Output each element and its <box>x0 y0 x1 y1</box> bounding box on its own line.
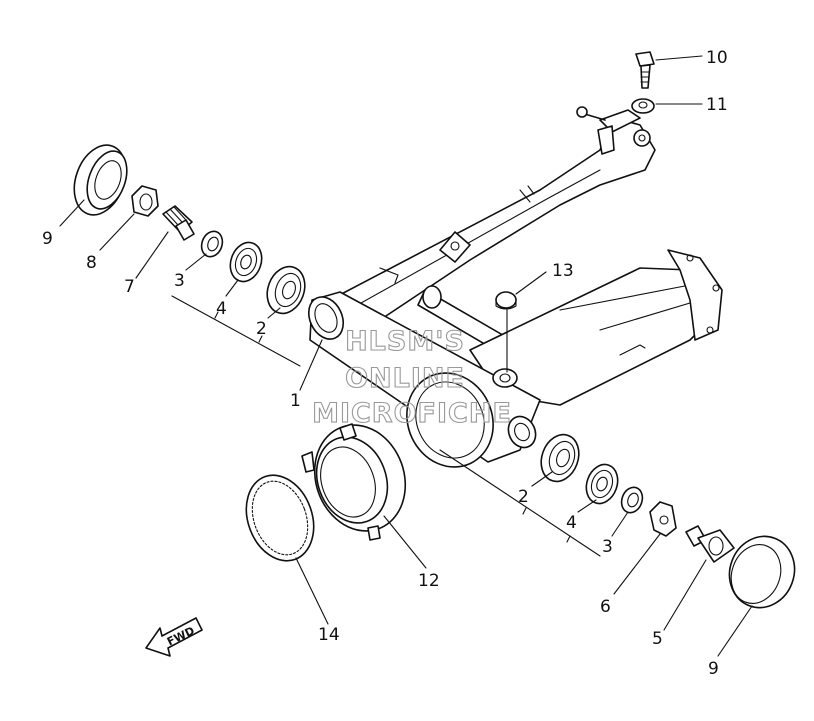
callout-12: 12 <box>418 571 440 591</box>
grease-cap <box>495 291 517 310</box>
callout-4-right: 4 <box>566 513 577 533</box>
callout-9-left: 9 <box>42 229 53 249</box>
bolt <box>635 51 655 89</box>
assembly-line-right <box>439 449 601 557</box>
washer <box>631 98 655 114</box>
bearing-left <box>266 265 306 315</box>
dust-cover-left <box>73 144 128 216</box>
callout-5: 5 <box>652 629 663 649</box>
callout-10: 10 <box>706 48 728 68</box>
callout-13: 13 <box>552 261 574 281</box>
pivot-boss <box>406 372 494 468</box>
fwd-arrow-icon: FWD <box>145 617 203 657</box>
callout-1: 1 <box>290 391 301 411</box>
watermark-line-3: MICROFICHE <box>312 398 512 429</box>
lock-washer <box>649 501 677 537</box>
callout-2-left: 2 <box>256 319 267 339</box>
swingarm-upper-arm <box>329 117 656 321</box>
callout-14: 14 <box>318 625 340 645</box>
watermark: HLSM'S ONLINE MICROFICHE <box>312 325 512 429</box>
dust-cover-right <box>728 535 796 609</box>
thrust-cover <box>301 423 407 541</box>
nut <box>131 185 159 217</box>
swingarm-assembly <box>307 106 723 468</box>
oil-seal-right <box>585 463 619 505</box>
callout-11: 11 <box>706 95 728 115</box>
adjusting-bolt <box>685 525 735 563</box>
callout-labels: 10 11 9 8 7 3 4 2 13 1 2 4 3 6 5 9 12 14 <box>42 48 728 679</box>
callout-8: 8 <box>86 253 97 273</box>
ring-gasket <box>245 474 315 562</box>
callout-7: 7 <box>124 277 135 297</box>
callout-6: 6 <box>600 597 611 617</box>
callout-4-left: 4 <box>216 299 227 319</box>
collar-right <box>620 486 644 514</box>
oil-seal-left <box>229 241 263 283</box>
collar-left <box>200 230 224 258</box>
watermark-line-2: ONLINE <box>345 363 465 394</box>
callout-3-left: 3 <box>174 271 185 291</box>
bearing-right <box>540 433 580 483</box>
pivot-shaft <box>162 205 195 241</box>
callout-9-right: 9 <box>708 659 719 679</box>
callout-3-right: 3 <box>602 537 613 557</box>
leader-lines <box>59 55 753 657</box>
callout-2-right: 2 <box>518 487 529 507</box>
watermark-line-1: HLSM'S <box>345 326 465 357</box>
assembly-line-left <box>171 295 301 367</box>
